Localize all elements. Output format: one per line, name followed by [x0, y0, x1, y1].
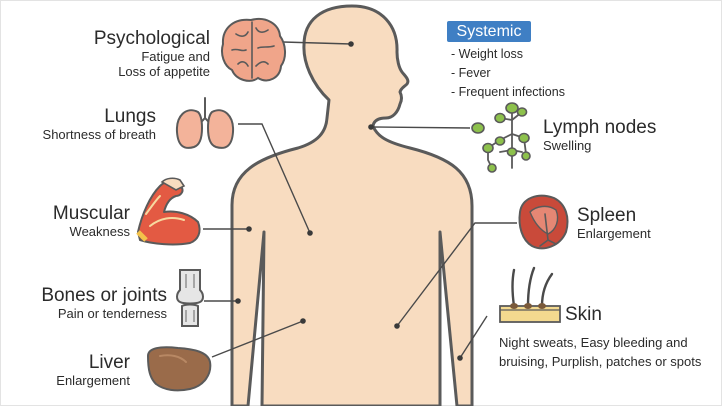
psychological-subtitle-1: Fatigue and [141, 48, 210, 64]
muscular-title: Muscular [52, 203, 130, 224]
bones-title: Bones or joints [41, 285, 167, 306]
brain-icon [221, 18, 286, 82]
lymph-nodes-icon [471, 102, 531, 173]
skin-detail: Night sweats, Easy bleeding and bruising… [499, 335, 702, 369]
spleen-title: Spleen [577, 205, 637, 226]
lungs-label: Lungs Shortness of breath [43, 106, 156, 143]
systemic-item: - Fever [451, 66, 491, 80]
systemic-list: - Weight loss - Fever - Frequent infecti… [451, 45, 565, 102]
skin-title: Skin [565, 304, 602, 325]
lungs-subtitle: Shortness of breath [42, 126, 156, 142]
lymph-subtitle: Swelling [543, 137, 592, 153]
skin-label: Skin [565, 304, 602, 326]
liver-subtitle: Enlargement [56, 372, 130, 388]
lymph-title: Lymph nodes [543, 117, 657, 138]
systemic-badge: Systemic [447, 21, 531, 42]
leader-lymph [370, 126, 471, 129]
leader-spleen [396, 222, 517, 327]
skin-hair-icon [499, 266, 561, 323]
leader-dots [235, 41, 463, 361]
spleen-icon [518, 194, 569, 250]
lungs-icon [175, 97, 235, 149]
liver-label: Liver Enlargement [56, 352, 130, 389]
psychological-subtitle-2: Loss of appetite [118, 63, 210, 79]
knee-joint-icon [176, 269, 204, 327]
psychological-title: Psychological [93, 28, 210, 49]
spleen-subtitle: Enlargement [577, 225, 651, 241]
leader-psych [282, 41, 352, 45]
lymph-label: Lymph nodes Swelling [543, 117, 656, 154]
liver-icon [146, 346, 212, 392]
bones-label: Bones or joints Pain or tenderness [41, 285, 167, 322]
leader-lines [203, 41, 517, 359]
systemic-item: - Frequent infections [451, 85, 565, 99]
systemic-item: - Weight loss [451, 47, 524, 61]
leader-skin [459, 315, 488, 359]
bones-subtitle: Pain or tenderness [57, 305, 167, 321]
psychological-label: Psychological Fatigue and Loss of appeti… [94, 28, 210, 80]
muscle-arm-icon [136, 177, 201, 246]
lungs-title: Lungs [104, 106, 156, 127]
muscular-subtitle: Weakness [69, 223, 130, 239]
leader-liver [211, 320, 304, 358]
liver-title: Liver [88, 352, 130, 373]
muscular-label: Muscular Weakness [53, 203, 130, 240]
spleen-label: Spleen Enlargement [577, 205, 651, 242]
leader-lungs [238, 123, 311, 234]
